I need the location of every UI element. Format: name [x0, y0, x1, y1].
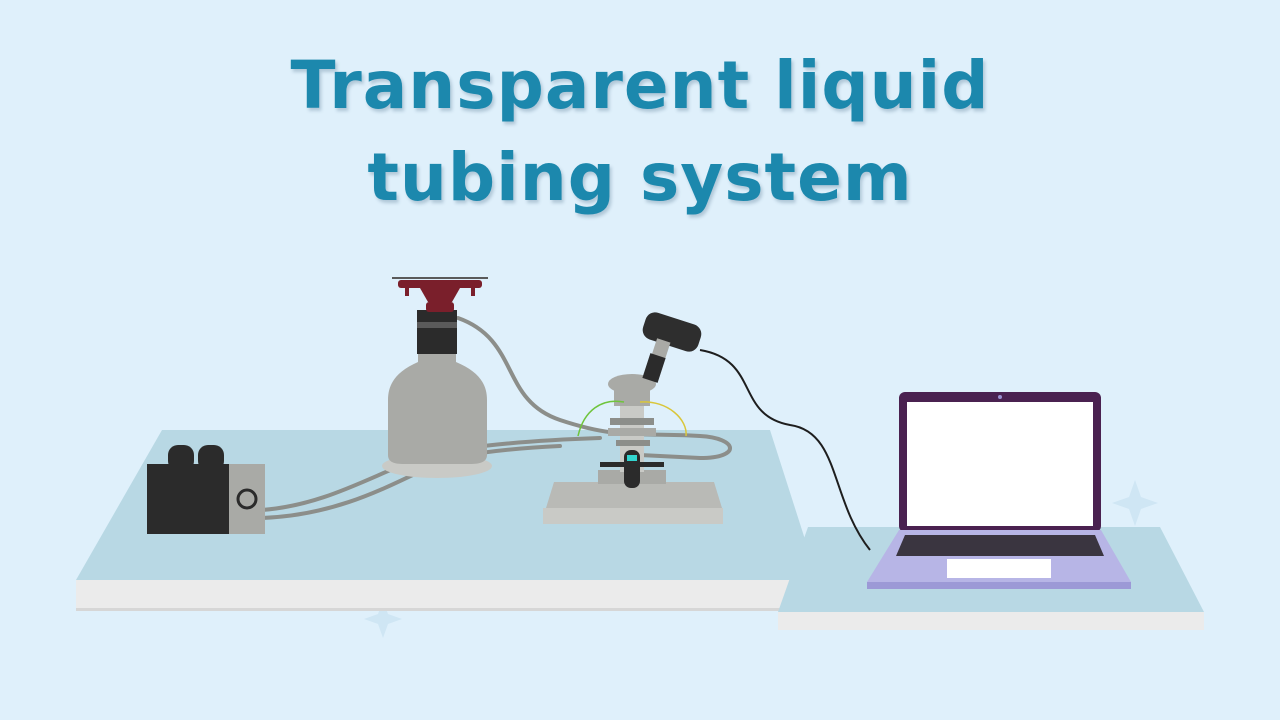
yellow-wire	[639, 401, 687, 437]
bottle-icon	[382, 310, 492, 478]
sparkle-icon	[364, 600, 402, 638]
camera-cable	[699, 349, 871, 551]
green-wire	[577, 400, 625, 437]
drone-icon	[392, 277, 488, 312]
page-title: Transparent liquid tubing system	[0, 40, 1280, 224]
sparkle-icon	[1112, 480, 1158, 526]
title-line-2: tubing system	[367, 139, 913, 216]
title-line-1: Transparent liquid	[290, 47, 990, 124]
laptop-icon	[867, 392, 1131, 589]
camera-icon	[642, 312, 702, 383]
pump-icon	[147, 445, 265, 534]
microscope-icon	[543, 374, 723, 524]
